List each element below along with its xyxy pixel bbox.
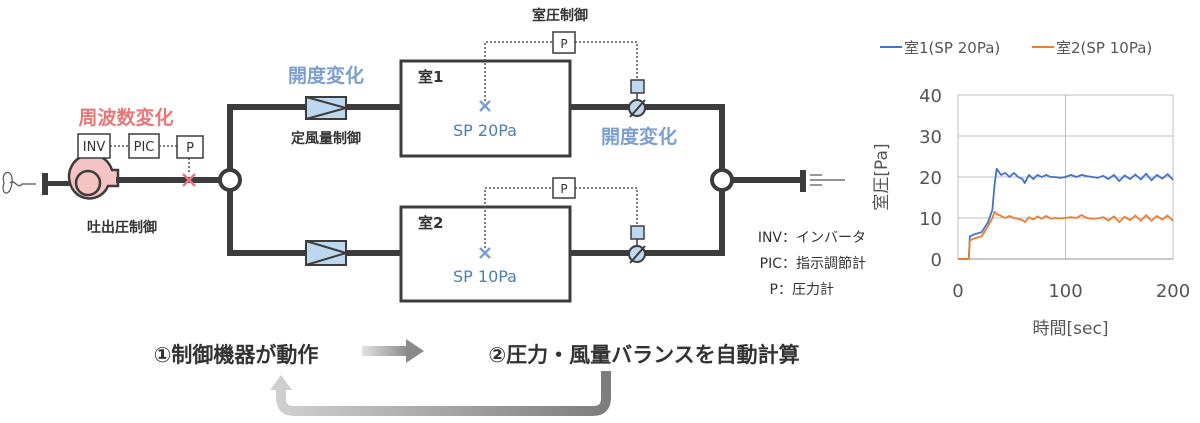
y-axis-label: 室圧[Pa] [872, 143, 892, 210]
y-tick-label: 10 [919, 209, 942, 230]
room-1-sensor-x-icon [479, 100, 491, 112]
step-1-label: ①制御機器が動作 [154, 343, 319, 367]
y-tick-label: 0 [931, 250, 942, 271]
note-p: P：圧力計 [770, 282, 834, 298]
x-axis-label: 時間[sec] [1033, 319, 1109, 339]
fan-icon [67, 153, 120, 200]
chart-legend: 室1(SP 20Pa) 室2(SP 10Pa) [880, 39, 1152, 57]
right-arrow-icon [362, 339, 424, 363]
p-label-room-1: P [560, 37, 567, 51]
p-label-fan: P [186, 141, 194, 156]
pic-box [128, 133, 160, 159]
legend-label-2: 室2(SP 10Pa) [1056, 39, 1152, 57]
x-tick-label: 100 [1048, 281, 1082, 302]
valve-opening-change-label: 開度変化 [601, 125, 677, 148]
note-pic: PIC：指示調節計 [760, 255, 866, 272]
inv-label: INV [83, 140, 106, 155]
exhaust-outlet-icon [800, 170, 845, 192]
inv-box [77, 133, 111, 159]
x-tick-label: 0 [952, 281, 963, 302]
p-box-room-2 [552, 177, 576, 199]
discharge-pressure-control-label: 吐出圧制御 [87, 219, 157, 236]
y-tick-label: 30 [919, 127, 942, 148]
feedback-loop-arrow-icon [270, 371, 611, 416]
x-tick-label: 200 [1156, 281, 1190, 302]
legend-label-1: 室1(SP 20Pa) [904, 39, 1000, 57]
y-tick-label: 40 [919, 86, 942, 107]
damper-opening-change-label: 開度変化 [288, 64, 364, 87]
chart-axes: 0 10 20 30 40 0 100 200 [919, 86, 1190, 302]
exhaust-junction [710, 168, 734, 192]
cav-damper-1-icon [305, 96, 350, 120]
y-tick-label: 20 [919, 168, 942, 189]
room-2-setpoint: SP 10Pa [453, 267, 517, 286]
exhaust-duct-2 [570, 190, 725, 256]
pic-label: PIC [134, 140, 155, 155]
note-inv: INV：インバータ [758, 230, 866, 246]
outdoor-air-icon [2, 171, 36, 194]
room-2-name: 室2 [418, 214, 443, 232]
room-2-valve-icon [628, 225, 646, 264]
exhaust-duct-1 [570, 104, 725, 170]
room-1-name: 室1 [418, 68, 443, 86]
pressure-sensor-x-icon [182, 173, 196, 187]
p-box-room-1 [552, 31, 576, 54]
cav-damper-2-icon [305, 240, 350, 266]
p-box-fan [176, 135, 204, 159]
room-2-sensor-x-icon [479, 247, 491, 259]
constant-airflow-control-label: 定風量制御 [291, 130, 361, 147]
frequency-change-label: 周波数変化 [78, 106, 173, 129]
room-1-setpoint: SP 20Pa [453, 121, 517, 140]
step-2-label: ②圧力・風量バランスを自動計算 [488, 343, 799, 367]
room-1-valve-icon [628, 79, 646, 118]
room-pressure-control-label: 室圧制御 [532, 7, 588, 24]
series-line-1 [958, 167, 1174, 260]
intake-cap [42, 173, 70, 195]
p-label-room-2: P [560, 182, 567, 196]
chart-series [957, 167, 1174, 260]
series-line-2 [958, 210, 1174, 260]
supply-junction [218, 168, 242, 192]
